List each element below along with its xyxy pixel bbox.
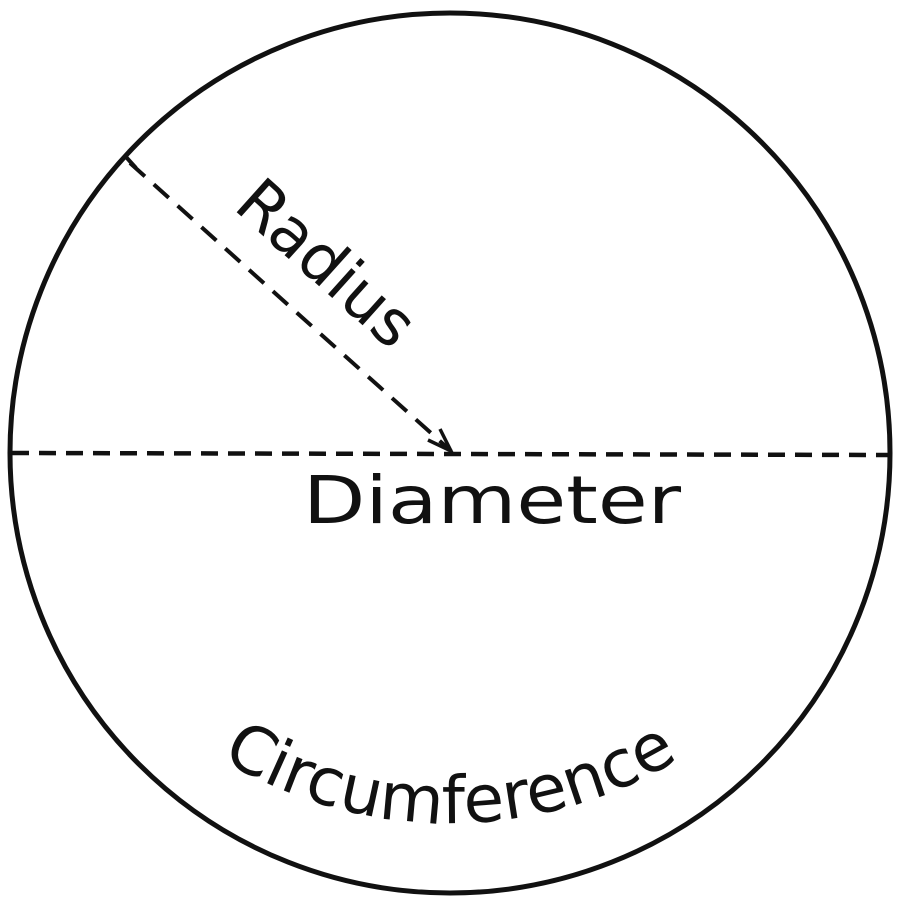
radius-arrowhead (427, 428, 455, 455)
circumference-label: Circumference (213, 706, 687, 840)
radius-end-tick (124, 155, 138, 170)
diameter-label: Diameter (303, 462, 682, 539)
circumference-circle (7, 10, 893, 896)
radius-label: Radius (221, 165, 430, 363)
diameter-line (11, 450, 889, 458)
radius-line (128, 161, 453, 453)
circumference-label-path: Circumference (213, 706, 687, 840)
